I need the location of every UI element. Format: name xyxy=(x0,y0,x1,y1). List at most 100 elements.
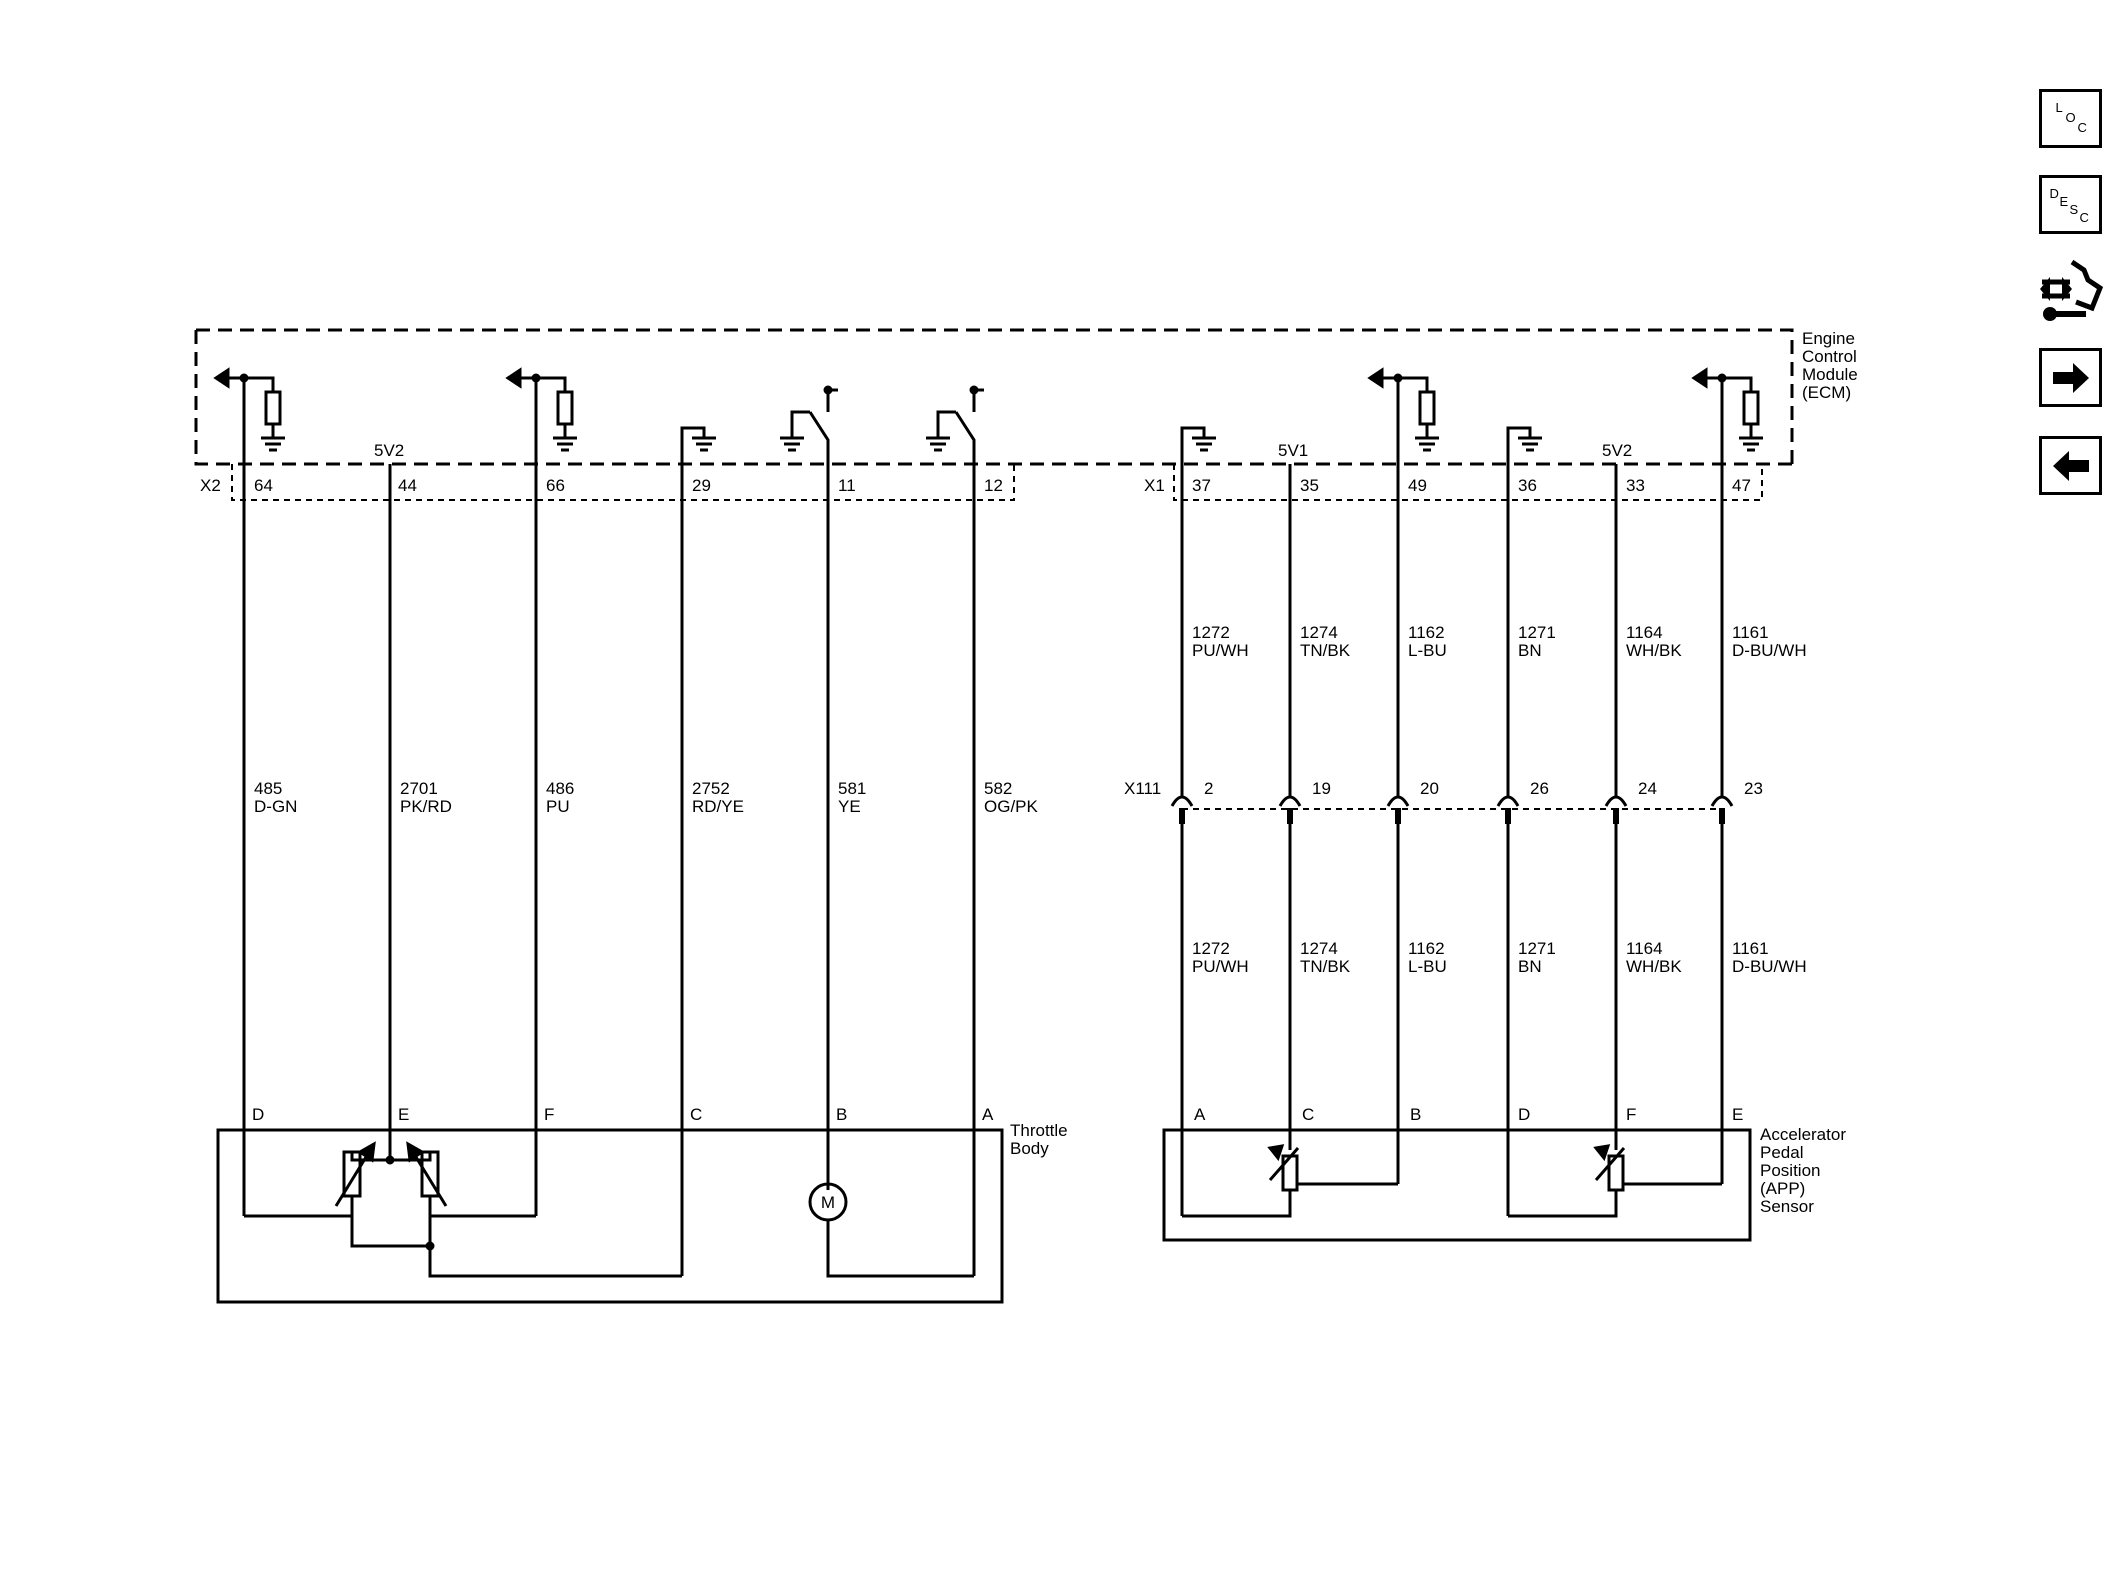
ecm-ref-5v1: 5V1 xyxy=(1278,441,1308,460)
wire-485-color: D-GN xyxy=(254,797,297,816)
app-sensor-label-4: (APP) xyxy=(1760,1179,1805,1198)
x2-pin-64: 64 xyxy=(254,476,273,495)
prev-page-button[interactable] xyxy=(2039,436,2102,495)
loc-letter-3: C xyxy=(2077,119,2087,135)
wire-485-circuit: 485 xyxy=(254,779,282,798)
connector-x2-label: X2 xyxy=(200,476,221,495)
app-upper-1164-color: WH/BK xyxy=(1626,641,1682,660)
loc-letter-2: O xyxy=(2065,109,2076,125)
app-lower-1161-circuit: 1161 xyxy=(1732,939,1769,958)
app-lower-1162-circuit: 1162 xyxy=(1408,939,1445,958)
throttle-pin-a: A xyxy=(982,1105,994,1124)
x2-pin-44: 44 xyxy=(398,476,417,495)
x2-pin-11: 11 xyxy=(838,476,856,495)
wire-2701-circuit: 2701 xyxy=(400,779,438,798)
ecm-ref-5v2-left: 5V2 xyxy=(374,441,404,460)
desc-letter-3: S xyxy=(2069,201,2079,217)
ecm-label-1: Engine xyxy=(1802,329,1855,348)
ecm-label-4: (ECM) xyxy=(1802,383,1851,402)
x111-pin-19: 19 xyxy=(1312,779,1331,798)
desc-icon: D E S C xyxy=(2046,183,2096,227)
app-lower-1164-circuit: 1164 xyxy=(1626,939,1663,958)
wire-486-color: PU xyxy=(546,797,570,816)
throttle-body-box xyxy=(216,1128,1004,1304)
app-sensor-label-3: Position xyxy=(1760,1161,1820,1180)
ecm-outline xyxy=(196,328,1794,464)
x1-pin-47: 47 xyxy=(1732,476,1751,495)
app-lower-1274-color: TN/BK xyxy=(1300,957,1351,976)
throttle-pin-b: B xyxy=(836,1105,847,1124)
connector-x1-label: X1 xyxy=(1144,476,1165,495)
app-upper-1161-circuit: 1161 xyxy=(1732,623,1769,642)
loc-icon: L O C xyxy=(2046,97,2096,141)
app-lower-1164-color: WH/BK xyxy=(1626,957,1682,976)
x2-pin-66: 66 xyxy=(546,476,565,495)
app-upper-1274-circuit: 1274 xyxy=(1300,623,1338,642)
app-lower-1271-color: BN xyxy=(1518,957,1542,976)
app-sensor-box xyxy=(1162,1128,1752,1242)
arrow-left-icon xyxy=(2052,450,2089,481)
wire-486-circuit: 486 xyxy=(546,779,574,798)
throttle-pin-e: E xyxy=(398,1105,409,1124)
ecm-label-3: Module xyxy=(1802,365,1858,384)
arrow-right-icon xyxy=(2052,362,2089,393)
motor-symbol: M xyxy=(821,1193,835,1212)
connector-wrench-button[interactable] xyxy=(2036,256,2106,330)
throttle-pin-c: C xyxy=(690,1105,702,1124)
wire-581-circuit: 581 xyxy=(838,779,866,798)
app-pin-e: E xyxy=(1732,1105,1743,1124)
app-sensor-label-5: Sensor xyxy=(1760,1197,1814,1216)
app-lower-1271-circuit: 1271 xyxy=(1518,939,1556,958)
app-upper-1161-color: D-BU/WH xyxy=(1732,641,1807,660)
x111-pin-26: 26 xyxy=(1530,779,1549,798)
app-lower-1162-color: L-BU xyxy=(1408,957,1447,976)
app-pin-a: A xyxy=(1194,1105,1206,1124)
loc-button[interactable]: L O C xyxy=(2039,89,2102,148)
throttle-pin-f: F xyxy=(544,1105,554,1124)
x111-pin-20: 20 xyxy=(1420,779,1439,798)
x1-pin-35: 35 xyxy=(1300,476,1319,495)
x2-pin-12: 12 xyxy=(984,476,1003,495)
desc-letter-4: C xyxy=(2079,209,2089,225)
app-upper-1271-color: BN xyxy=(1518,641,1542,660)
app-upper-1272-color: PU/WH xyxy=(1192,641,1249,660)
app-upper-1271-circuit: 1271 xyxy=(1518,623,1556,642)
x111-label: X111 xyxy=(1124,779,1161,798)
x1-connector-box xyxy=(1173,464,1763,501)
x1-pin-49: 49 xyxy=(1408,476,1427,495)
app-upper-1162-color: L-BU xyxy=(1408,641,1447,660)
app-upper-1274-color: TN/BK xyxy=(1300,641,1351,660)
app-lower-1274-circuit: 1274 xyxy=(1300,939,1338,958)
wire-2752-color: RD/YE xyxy=(692,797,744,816)
app-sensor-label-1: Accelerator xyxy=(1760,1125,1846,1144)
app-lower-1272-circuit: 1272 xyxy=(1192,939,1230,958)
wire-2752-circuit: 2752 xyxy=(692,779,730,798)
wire-2701-color: PK/RD xyxy=(400,797,452,816)
ecm-label-2: Control xyxy=(1802,347,1857,366)
wire-582-color: OG/PK xyxy=(984,797,1039,816)
desc-letter-2: E xyxy=(2059,193,2069,209)
x1-pin-33: 33 xyxy=(1626,476,1645,495)
next-page-button[interactable] xyxy=(2039,348,2102,407)
app-upper-1164-circuit: 1164 xyxy=(1626,623,1663,642)
x2-connector-box xyxy=(231,464,1015,501)
x111-pin-24: 24 xyxy=(1638,779,1657,798)
desc-button[interactable]: D E S C xyxy=(2039,175,2102,234)
desc-letter-1: D xyxy=(2049,185,2059,201)
x2-pin-29: 29 xyxy=(692,476,711,495)
loc-letter-1: L xyxy=(2055,99,2063,115)
x1-pin-37: 37 xyxy=(1192,476,1211,495)
app-pin-d: D xyxy=(1518,1105,1530,1124)
x111-pin-2: 2 xyxy=(1204,779,1213,798)
app-pin-b: B xyxy=(1410,1105,1421,1124)
ecm-ref-5v2-right: 5V2 xyxy=(1602,441,1632,460)
ecm-outline-bottom xyxy=(194,330,1792,466)
app-pin-f: F xyxy=(1626,1105,1636,1124)
x111-pin-23: 23 xyxy=(1744,779,1763,798)
app-pin-c: C xyxy=(1302,1105,1314,1124)
wire-581-color: YE xyxy=(838,797,861,816)
app-upper-1272-circuit: 1272 xyxy=(1192,623,1230,642)
x1-pin-36: 36 xyxy=(1518,476,1537,495)
throttle-body-label-1: Throttle xyxy=(1010,1121,1068,1140)
